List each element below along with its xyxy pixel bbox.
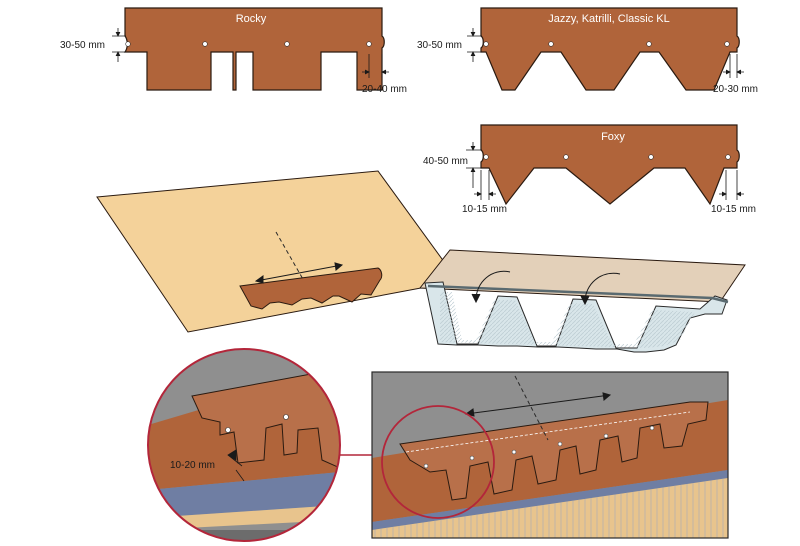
dashed-center-line [514, 375, 549, 441]
flashing-top [419, 249, 746, 303]
nail-hole [283, 414, 289, 420]
placed-shingle [239, 267, 383, 310]
nail-hole [648, 154, 654, 160]
jazzy-title: Jazzy, Katrilli, Classic KL [548, 13, 670, 25]
nail-hole [557, 441, 563, 447]
jazzy-height-label: 30-50 mm [417, 40, 463, 51]
detail-shingle [191, 371, 340, 469]
nail-hole [563, 154, 569, 160]
nail-hole [202, 41, 208, 47]
foxy-title: Foxy [601, 131, 625, 143]
rocky-gap-dimension [362, 54, 389, 78]
jazzy-gap-label: 20-30 mm [713, 84, 759, 95]
nail-hole [724, 41, 730, 47]
nail-hole [366, 41, 372, 47]
foxy-gap-right-dimension [719, 170, 744, 200]
overlap-dimension [227, 449, 245, 482]
nail-hole [646, 41, 652, 47]
foxy-gap-right-label: 10-15 mm [711, 204, 757, 215]
fold-arrow [471, 270, 621, 306]
detail-panel-highlight-ring [381, 405, 495, 519]
rocky-height-label: 30-50 mm [60, 40, 106, 51]
nail-hole [225, 427, 231, 433]
flashing-texture [440, 292, 695, 348]
overlap-label: 10-20 mm [170, 460, 216, 471]
center-line [275, 231, 305, 282]
nail-hole [284, 41, 290, 47]
ridge-flashing [419, 249, 746, 353]
nail-hole [469, 455, 475, 461]
foxy-gap-left-dimension [474, 170, 496, 200]
jazzy-shingle [467, 7, 744, 91]
magnifier-ring [147, 348, 341, 542]
underlay-sheet [96, 170, 459, 333]
dashed-edge [405, 411, 691, 453]
rocky-height-dimension [112, 28, 126, 62]
jazzy-shingle-body [480, 7, 740, 91]
nail-hole [548, 41, 554, 47]
rocky-gap-label: 20-40 mm [362, 84, 408, 95]
nail-hole [511, 449, 517, 455]
detail-panel-frame [371, 371, 729, 539]
rocky-title: Rocky [235, 13, 267, 25]
nail-hole [483, 154, 489, 160]
detail-panel [372, 372, 728, 538]
nail-hole [483, 41, 489, 47]
detail-shingle-row [399, 401, 709, 501]
foxy-shingle-body [480, 124, 740, 206]
foxy-shingle [466, 124, 744, 206]
nail-hole [603, 433, 609, 439]
alignment-arrow [254, 262, 344, 284]
rocky-shingle [112, 7, 389, 91]
foxy-gap-left-label: 10-15 mm [462, 204, 508, 215]
nail-hole [125, 41, 131, 47]
foxy-height-label: 40-50 mm [423, 156, 469, 167]
nail-hole [725, 154, 731, 160]
foxy-height-dimension [466, 142, 482, 188]
roof-underlay [96, 170, 459, 333]
nail-hole [649, 425, 655, 431]
detail-magnifier [148, 349, 340, 541]
jazzy-height-dimension [467, 28, 482, 62]
jazzy-gap-dimension [723, 54, 744, 78]
flashing-edge [427, 284, 729, 304]
nail-hole [423, 463, 429, 469]
